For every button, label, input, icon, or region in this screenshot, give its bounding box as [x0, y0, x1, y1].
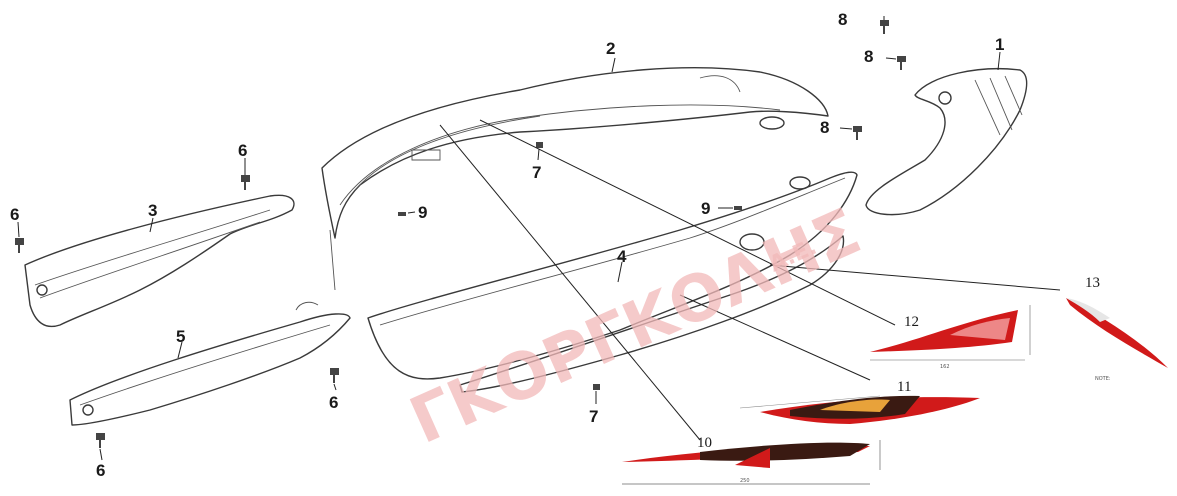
callout-4: 4 — [617, 247, 627, 266]
callout-8b: 8 — [864, 47, 873, 66]
callout-5: 5 — [176, 327, 185, 346]
callout-6c: 6 — [329, 393, 338, 412]
callout-7a: 7 — [532, 163, 541, 182]
part-3-side-cover — [24, 194, 295, 328]
callout-3: 3 — [148, 201, 157, 220]
callout-6b: 6 — [10, 205, 19, 224]
decal-13-note: NOTE: — [1095, 376, 1111, 382]
callout-12: 12 — [904, 314, 919, 330]
decal-10: 250 — [622, 440, 881, 485]
part-5-side-cover — [69, 301, 351, 426]
callout-7b: 7 — [589, 407, 598, 426]
callout-8c: 8 — [820, 118, 829, 137]
part-1-tail-piece — [865, 68, 1028, 216]
callout-8a: 8 — [838, 10, 847, 29]
fasteners — [15, 20, 906, 448]
part-4-lower-cover — [367, 171, 858, 393]
part-2-upper-cover — [321, 67, 829, 291]
callout-10: 10 — [697, 435, 712, 451]
decal-10-dimension: 250 — [740, 478, 750, 484]
callout-6a: 6 — [238, 141, 247, 160]
callout-13: 13 — [1085, 275, 1100, 291]
leader-lines — [17, 16, 1061, 461]
decal-13: NOTE: — [1066, 298, 1168, 382]
callout-2: 2 — [606, 39, 615, 58]
callout-1: 1 — [995, 35, 1004, 54]
decal-11 — [739, 395, 980, 424]
decal-12-dimension: 162 — [940, 364, 950, 370]
callout-9a: 9 — [418, 203, 427, 222]
callout-6d: 6 — [96, 461, 105, 480]
decal-12: 162 — [870, 305, 1031, 370]
callout-11: 11 — [897, 379, 911, 395]
callout-9b: 9 — [701, 199, 710, 218]
